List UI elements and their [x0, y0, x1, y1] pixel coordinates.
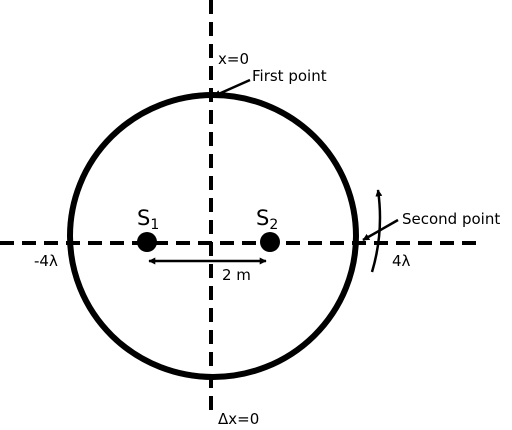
second-point-label: Second point: [402, 210, 500, 228]
x-axis-top-label: x=0: [218, 50, 249, 68]
source-1-letter: S: [137, 206, 150, 230]
source-2-dot: [260, 232, 280, 252]
first-point-label: First point: [252, 67, 327, 85]
first-point-pointer: [213, 78, 251, 98]
motion-arrow-curved: [370, 189, 383, 273]
source-2-label: S2: [256, 206, 278, 233]
right-extent-label: 4λ: [392, 252, 411, 270]
source-1-subscript: 1: [150, 217, 159, 233]
x-axis-bottom-label: Δx=0: [218, 410, 259, 428]
source-1-dot: [137, 232, 157, 252]
source-1-label: S1: [137, 206, 159, 233]
source-2-letter: S: [256, 206, 269, 230]
separation-label: 2 m: [222, 266, 251, 284]
wavefront-circle: [67, 92, 359, 380]
left-extent-label: -4λ: [34, 252, 58, 270]
source-2-subscript: 2: [269, 217, 278, 233]
